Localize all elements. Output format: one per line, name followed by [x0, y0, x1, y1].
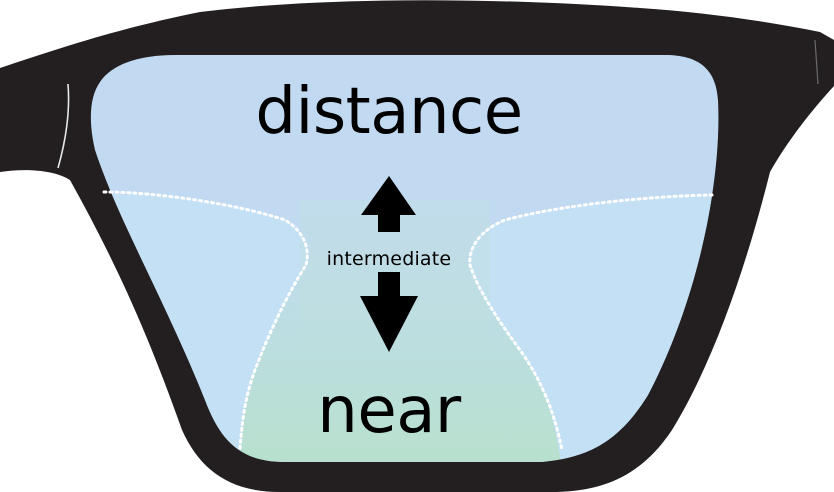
right-zone-boundary — [468, 193, 714, 452]
intermediate-near-zone — [240, 213, 562, 462]
hinge-highlight — [57, 83, 70, 169]
label-near: near — [317, 374, 462, 448]
temple-highlight — [814, 39, 819, 85]
arrow-head-down — [360, 272, 418, 352]
left-zone-boundary — [102, 190, 309, 450]
double-arrow-icon — [360, 176, 418, 352]
label-distance: distance — [255, 75, 522, 149]
arrow-head-up — [361, 176, 416, 232]
label-intermediate: intermediate — [327, 248, 452, 270]
